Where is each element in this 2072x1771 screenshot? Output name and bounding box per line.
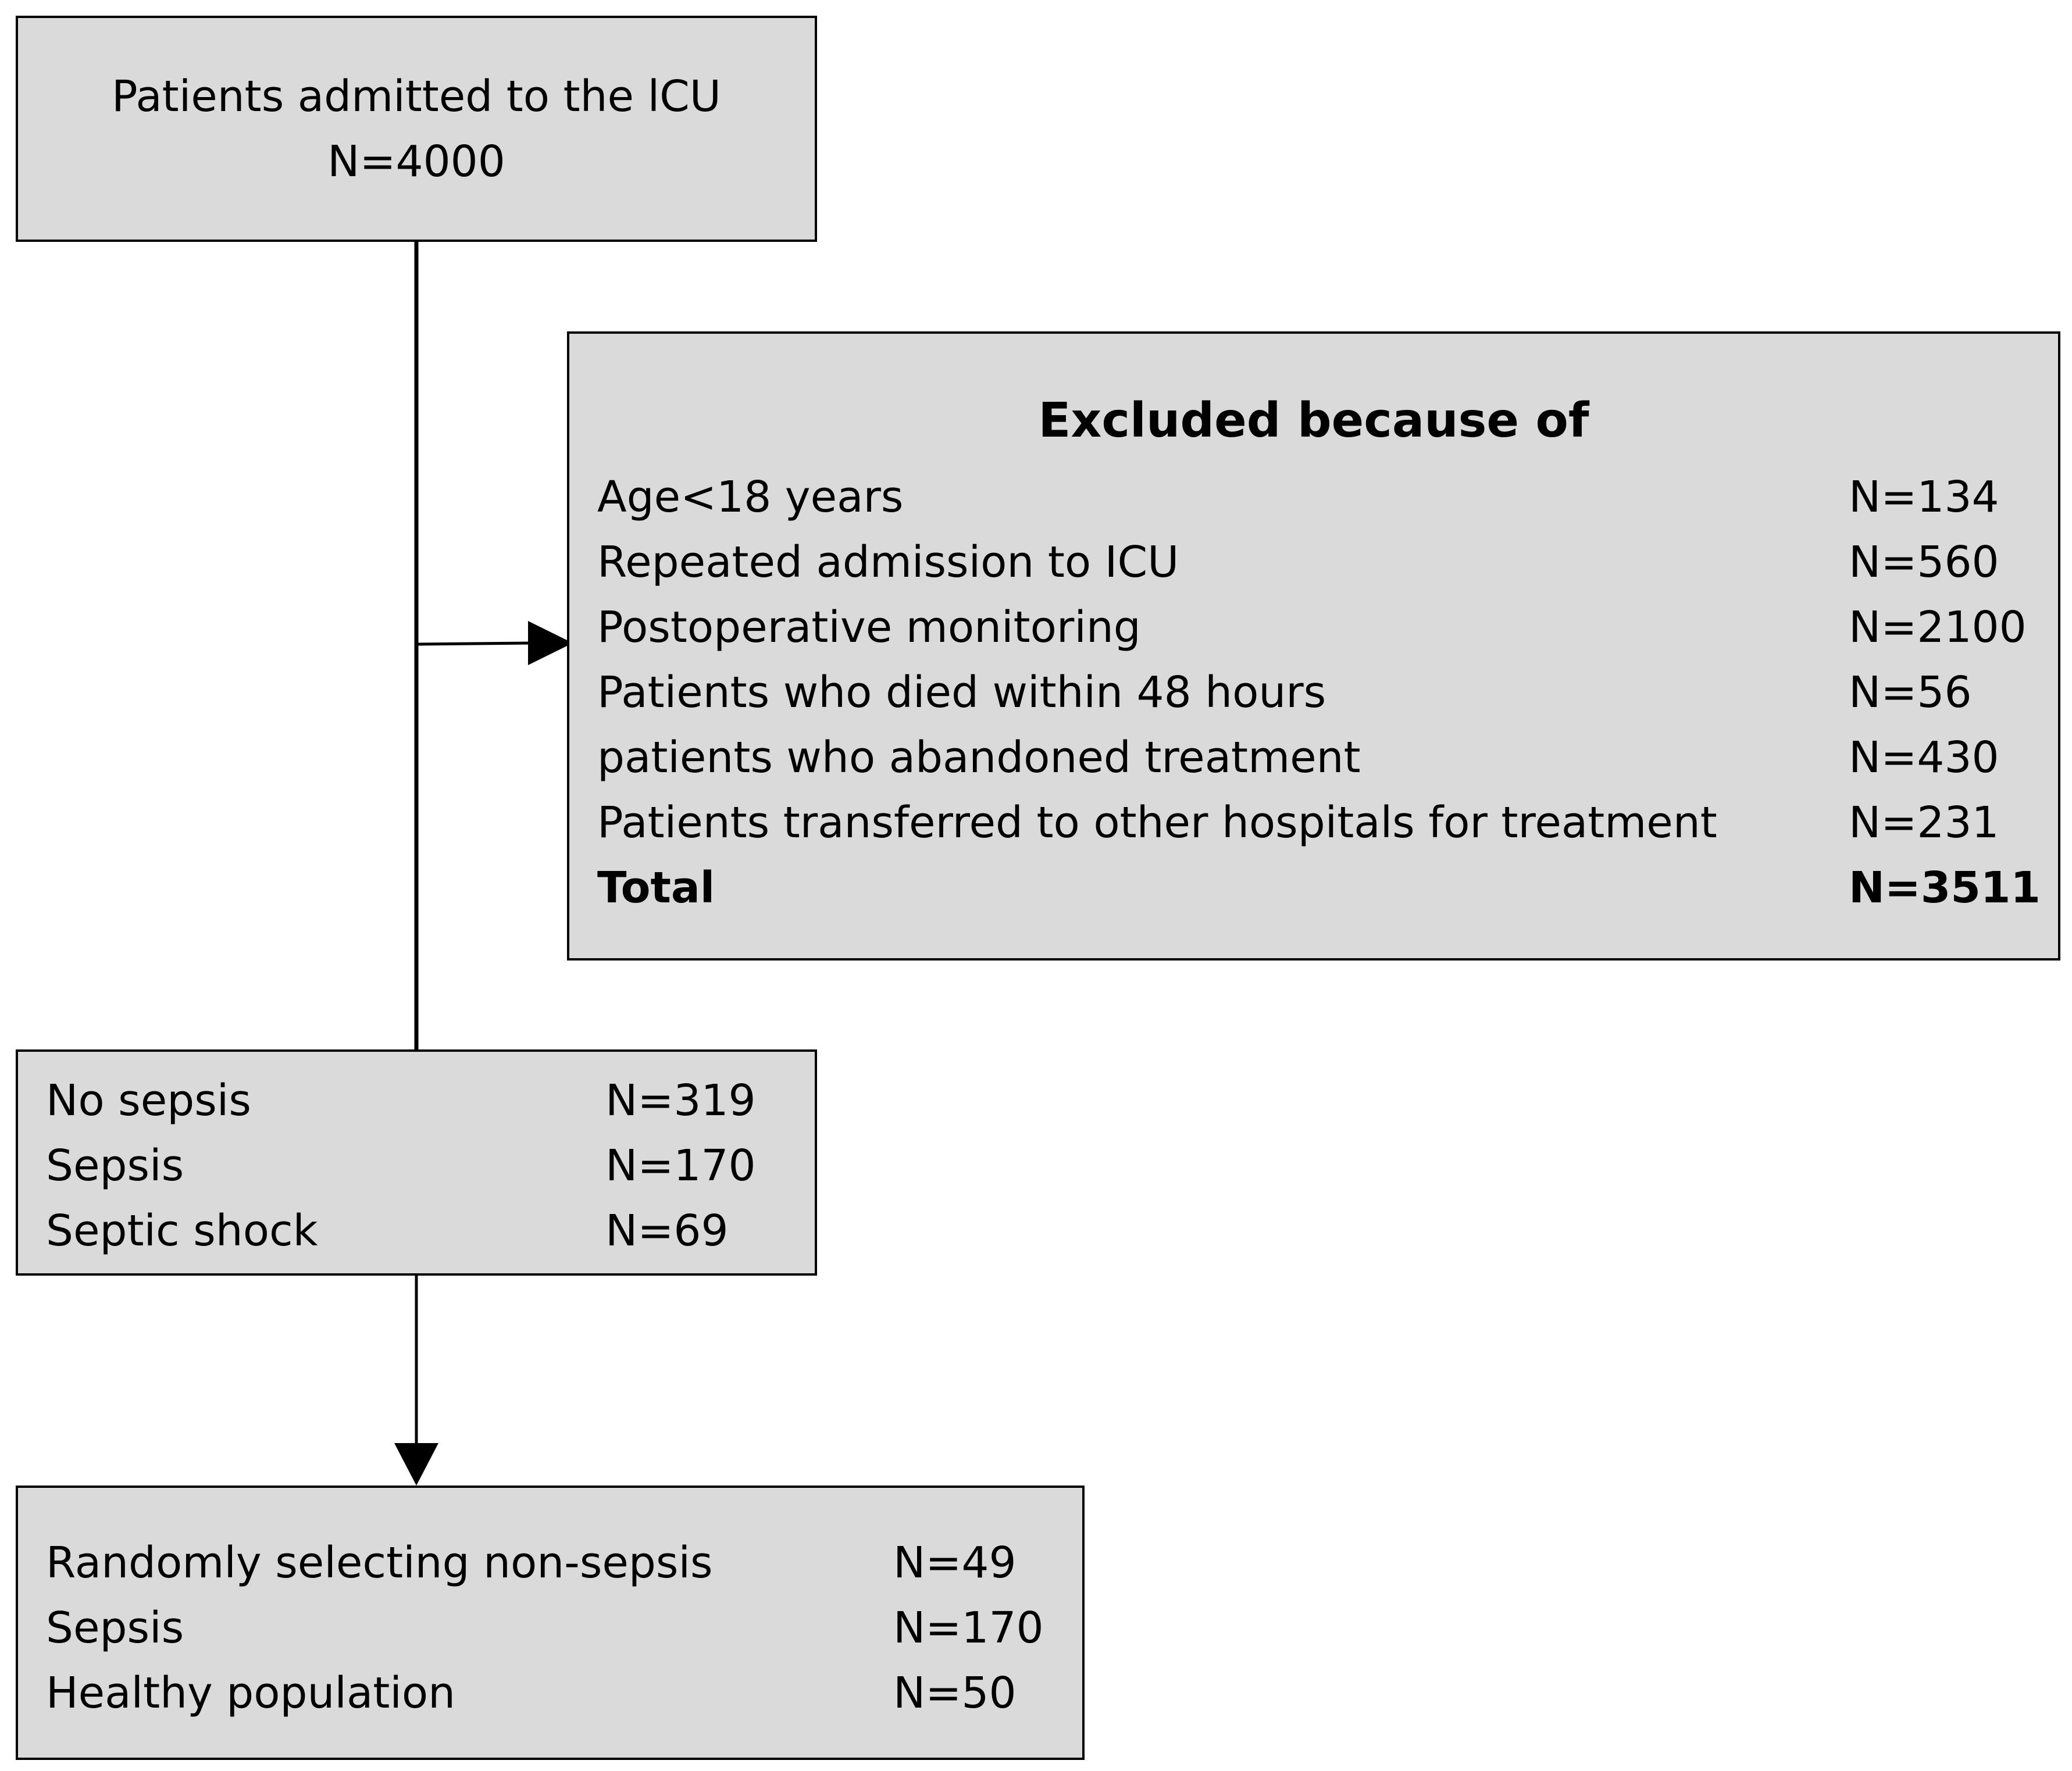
- excluded-row-value: N=231: [1849, 798, 1999, 848]
- final-row-value: N=170: [893, 1603, 1044, 1653]
- excluded-row-label: Postoperative monitoring: [597, 602, 1141, 652]
- excluded-row: Patients transferred to other hospitals …: [569, 790, 2058, 855]
- group-row: Septic shock N=69: [18, 1198, 815, 1263]
- excluded-box: Excluded because of Age<18 years N=134 R…: [567, 331, 2060, 961]
- final-cohort-box: Randomly selecting non-sepsis N=49 Sepsi…: [16, 1486, 1085, 1760]
- excluded-row-value: N=134: [1849, 472, 1999, 522]
- admitted-count: N=4000: [327, 136, 505, 187]
- excluded-row-label: Age<18 years: [597, 472, 904, 522]
- excluded-row: patients who abandoned treatment N=430: [569, 725, 2058, 790]
- excluded-total-value: N=3511: [1849, 863, 2041, 913]
- sepsis-groups-box: No sepsis N=319 Sepsis N=170 Septic shoc…: [16, 1049, 817, 1276]
- lower-arrowhead: [394, 1443, 438, 1486]
- admitted-patients-box: Patients admitted to the lCU N=4000: [16, 16, 817, 242]
- excluded-row-label: patients who abandoned treatment: [597, 733, 1361, 783]
- excluded-total-row: Total N=3511: [569, 855, 2058, 920]
- excluded-title: Excluded because of: [1038, 393, 1589, 448]
- excluded-row: Patients who died within 48 hours N=56: [569, 660, 2058, 725]
- group-row-label: Septic shock: [46, 1206, 318, 1256]
- excluded-row-label: Patients transferred to other hospitals …: [597, 798, 1717, 848]
- final-row: Healthy population N=50: [18, 1661, 1082, 1726]
- group-row-value: N=319: [605, 1076, 756, 1126]
- group-row: No sepsis N=319: [18, 1068, 815, 1133]
- excluded-total-label: Total: [597, 863, 715, 913]
- excluded-row-value: N=430: [1849, 733, 1999, 783]
- group-row-label: No sepsis: [46, 1076, 251, 1126]
- excluded-row-value: N=56: [1849, 667, 1972, 717]
- group-row: Sepsis N=170: [18, 1133, 815, 1198]
- final-row-label: Sepsis: [46, 1603, 184, 1653]
- group-row-value: N=170: [605, 1141, 756, 1191]
- final-row: Randomly selecting non-sepsis N=49: [18, 1530, 1082, 1595]
- excluded-row-label: Repeated admission to ICU: [597, 537, 1179, 587]
- excluded-row-value: N=2100: [1849, 602, 2027, 652]
- exclusion-branch-connector: [416, 641, 531, 646]
- final-row-value: N=49: [893, 1538, 1017, 1588]
- exclusion-arrowhead: [528, 621, 573, 665]
- excluded-row-label: Patients who died within 48 hours: [597, 667, 1326, 717]
- final-row-value: N=50: [893, 1668, 1017, 1718]
- final-row-label: Randomly selecting non-sepsis: [46, 1538, 713, 1588]
- excluded-row: Repeated admission to ICU N=560: [569, 530, 2058, 595]
- group-row-label: Sepsis: [46, 1141, 184, 1191]
- admitted-label: Patients admitted to the lCU: [112, 71, 721, 122]
- final-row: Sepsis N=170: [18, 1595, 1082, 1661]
- group-row-value: N=69: [605, 1206, 729, 1256]
- excluded-row: Postoperative monitoring N=2100: [569, 595, 2058, 660]
- excluded-row: Age<18 years N=134: [569, 465, 2058, 530]
- excluded-row-value: N=560: [1849, 537, 1999, 587]
- final-row-label: Healthy population: [46, 1668, 456, 1718]
